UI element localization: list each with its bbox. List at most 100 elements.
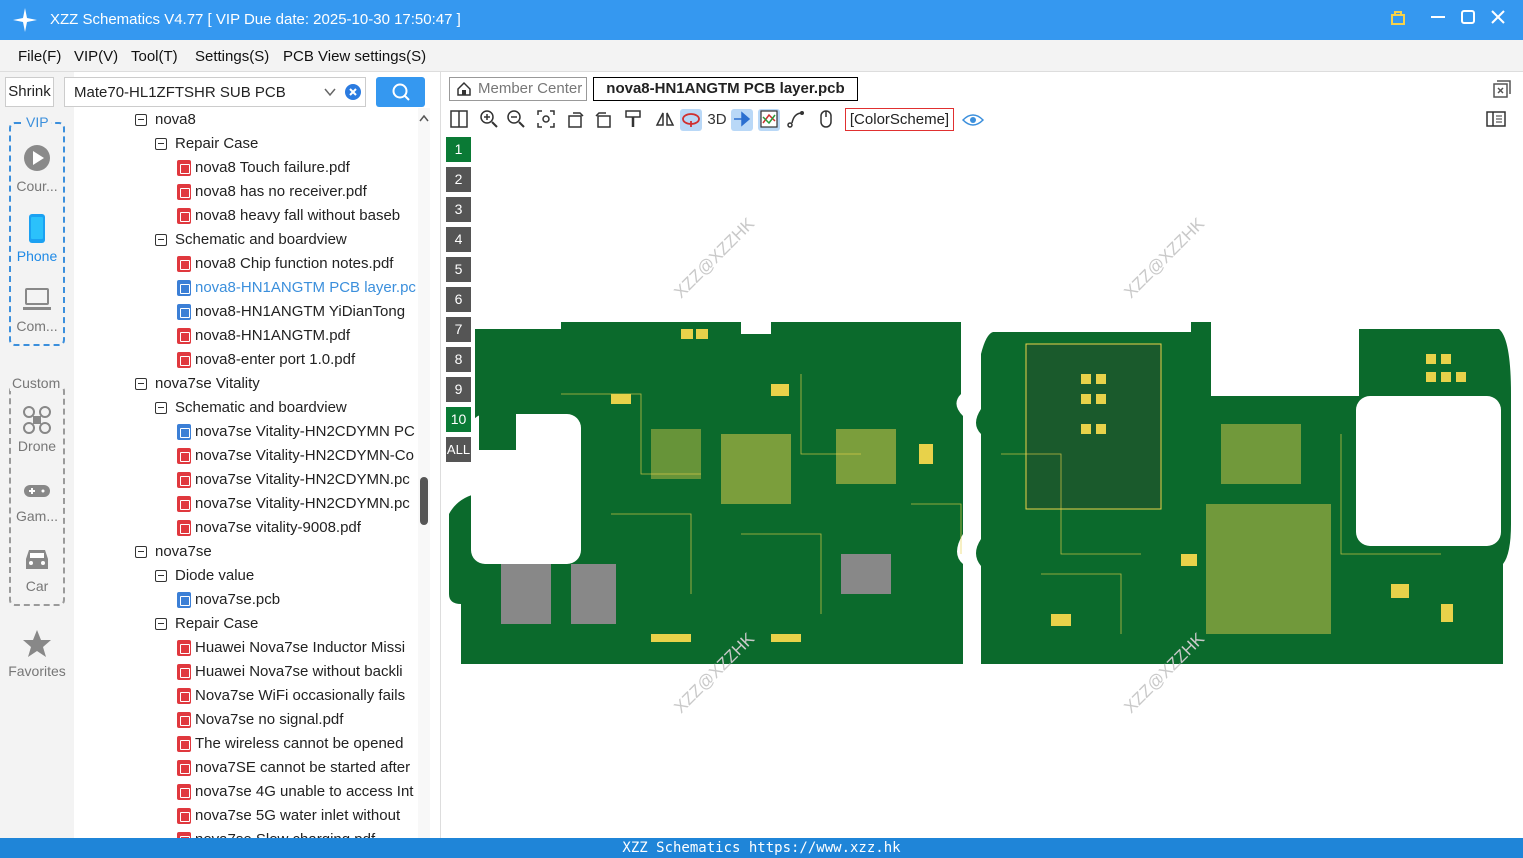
rotate-left-icon[interactable] (565, 109, 587, 131)
tree-item-label: nova8 (155, 111, 196, 128)
rotate-right-icon[interactable] (592, 109, 614, 131)
search-button[interactable] (376, 77, 425, 107)
car-icon[interactable] (22, 545, 52, 575)
pcb-canvas[interactable]: XZZ@XZZHK XZZ@XZZHK XZZ@XZZHK XZZ@XZZHK (441, 134, 1523, 838)
brush-icon[interactable] (622, 109, 644, 131)
chevron-down-icon[interactable] (323, 85, 337, 99)
vip-group-label: VIP (24, 114, 51, 130)
pdf-file-icon (177, 256, 191, 272)
side-panel-icon[interactable] (1485, 109, 1507, 131)
pcb-file-icon (177, 592, 191, 608)
layer-button-5[interactable]: 5 (446, 257, 471, 282)
menu-pcb-view-settings[interactable]: PCB View settings(S) (283, 48, 427, 65)
shrink-button[interactable]: Shrink (5, 77, 54, 107)
mirror-icon[interactable] (654, 109, 676, 131)
tree-item-label: nova7se.pcb (195, 591, 281, 608)
zoom-in-icon[interactable] (478, 109, 500, 131)
minimize-icon[interactable] (1426, 8, 1450, 32)
drone-icon[interactable] (22, 405, 52, 435)
tree-item-label: The wireless cannot be opened (195, 735, 404, 752)
measure-icon[interactable] (785, 109, 807, 131)
tree-item-label: Diode value (175, 567, 255, 584)
menu-bar: File(F) VIP(V) Tool(T) Settings(S) PCB V… (0, 40, 1523, 72)
layer-button-2[interactable]: 2 (446, 167, 471, 192)
color-scheme-button[interactable]: [ColorScheme] (845, 108, 954, 131)
pdf-file-icon (177, 328, 191, 344)
collapse-icon[interactable] (155, 138, 167, 150)
layer-button-all[interactable]: ALL (446, 437, 471, 462)
layer-button-6[interactable]: 6 (446, 287, 471, 312)
sidebar-item-drone[interactable]: Drone (17, 438, 57, 454)
tree-item-label: Nova7se no signal.pdf (195, 711, 344, 728)
layer-button-8[interactable]: 8 (446, 347, 471, 372)
pcb-file-icon (177, 280, 191, 296)
clear-icon[interactable] (345, 84, 361, 100)
pin-icon[interactable] (731, 109, 753, 131)
tree-scrollbar[interactable] (418, 108, 430, 838)
menu-vip[interactable]: VIP(V) (74, 48, 119, 65)
pdf-file-icon (177, 448, 191, 464)
category-sidebar (0, 72, 74, 838)
gamepad-icon[interactable] (22, 478, 52, 508)
3d-view-button[interactable]: 3D (707, 111, 727, 128)
pcb-file-icon (177, 304, 191, 320)
lock-icon[interactable] (1386, 8, 1410, 32)
collapse-icon[interactable] (155, 402, 167, 414)
tree-item-label: nova7se Vitality-HN2CDYMN.pc (195, 495, 410, 512)
collapse-icon[interactable] (155, 570, 167, 582)
sidebar-item-computer[interactable]: Com... (16, 318, 58, 334)
layer-button-3[interactable]: 3 (446, 197, 471, 222)
layer-button-7[interactable]: 7 (446, 317, 471, 342)
pcb-board[interactable]: XZZ@XZZHK XZZ@XZZHK XZZ@XZZHK XZZ@XZZHK (449, 214, 1511, 717)
flip-icon[interactable] (680, 109, 702, 131)
pdf-file-icon (177, 208, 191, 224)
scroll-up-icon[interactable] (419, 114, 429, 122)
tree-item-label: Huawei Nova7se Inductor Missi (195, 639, 406, 656)
tree-item-label: nova8-HN1ANGTM.pdf (195, 327, 351, 344)
layer-button-1[interactable]: 1 (446, 137, 471, 162)
menu-settings[interactable]: Settings(S) (195, 48, 270, 65)
collapse-icon[interactable] (135, 546, 147, 558)
laptop-icon[interactable] (22, 285, 52, 315)
tree-scrollbar-thumb[interactable] (420, 477, 428, 525)
split-view-icon[interactable] (448, 109, 470, 131)
layer-button-10[interactable]: 10 (446, 407, 471, 432)
eye-icon[interactable] (961, 109, 985, 131)
tab-active-file[interactable]: nova8-HN1ANGTM PCB layer.pcb (593, 77, 858, 101)
menu-tool[interactable]: Tool(T) (131, 48, 178, 65)
tree-item-label: nova7se 4G unable to access Int (195, 783, 414, 800)
net-highlight-icon[interactable] (758, 109, 780, 131)
sidebar-item-courses[interactable]: Cour... (16, 178, 58, 194)
tree-item-label: nova7se 5G water inlet without (195, 807, 401, 824)
sidebar-item-favorites[interactable]: Favorites (8, 663, 66, 679)
menu-file[interactable]: File(F) (18, 48, 62, 65)
close-tabs-icon[interactable] (1493, 80, 1511, 98)
pdf-file-icon (177, 688, 191, 704)
collapse-icon[interactable] (155, 234, 167, 246)
pdf-file-icon (177, 352, 191, 368)
sidebar-item-phone[interactable]: Phone (16, 248, 58, 264)
tree-item-label: nova7SE cannot be started after (195, 759, 411, 776)
collapse-icon[interactable] (135, 114, 147, 126)
panel-divider[interactable] (440, 72, 441, 838)
tree-item-label: nova8-HN1ANGTM PCB layer.pc (195, 279, 416, 296)
zoom-out-icon[interactable] (505, 109, 527, 131)
collapse-icon[interactable] (155, 618, 167, 630)
fit-view-icon[interactable] (535, 109, 557, 131)
close-icon[interactable] (1486, 8, 1510, 32)
collapse-icon[interactable] (135, 378, 147, 390)
star-icon[interactable] (22, 629, 52, 659)
sidebar-item-games[interactable]: Gam... (15, 508, 58, 524)
mouse-icon[interactable] (815, 109, 837, 131)
layer-button-4[interactable]: 4 (446, 227, 471, 252)
search-input[interactable]: Mate70-HL1ZFTSHR SUB PCB (64, 77, 366, 107)
window-title: XZZ Schematics V4.77 [ VIP Due date: 202… (50, 11, 461, 28)
maximize-icon[interactable] (1456, 8, 1480, 32)
sidebar-item-car[interactable]: Car (25, 578, 49, 594)
layer-button-9[interactable]: 9 (446, 377, 471, 402)
play-icon[interactable] (22, 143, 52, 173)
pdf-file-icon (177, 760, 191, 776)
tab-member-center[interactable]: Member Center (449, 77, 587, 101)
phone-icon[interactable] (22, 213, 52, 243)
